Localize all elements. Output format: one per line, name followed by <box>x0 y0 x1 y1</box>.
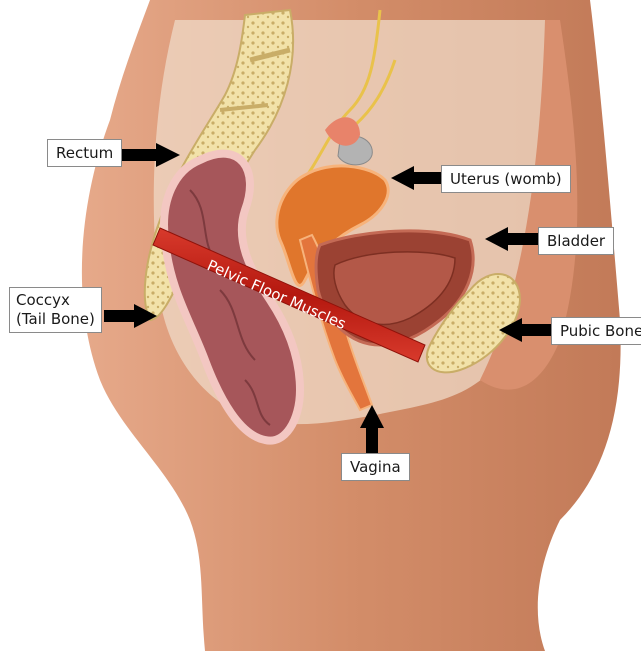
label-pubic-bone: Pubic Bone <box>551 317 641 345</box>
label-uterus: Uterus (womb) <box>441 165 571 193</box>
label-coccyx: Coccyx (Tail Bone) <box>9 287 102 333</box>
label-rectum: Rectum <box>47 139 122 167</box>
label-vagina: Vagina <box>341 453 410 481</box>
label-bladder: Bladder <box>538 227 614 255</box>
